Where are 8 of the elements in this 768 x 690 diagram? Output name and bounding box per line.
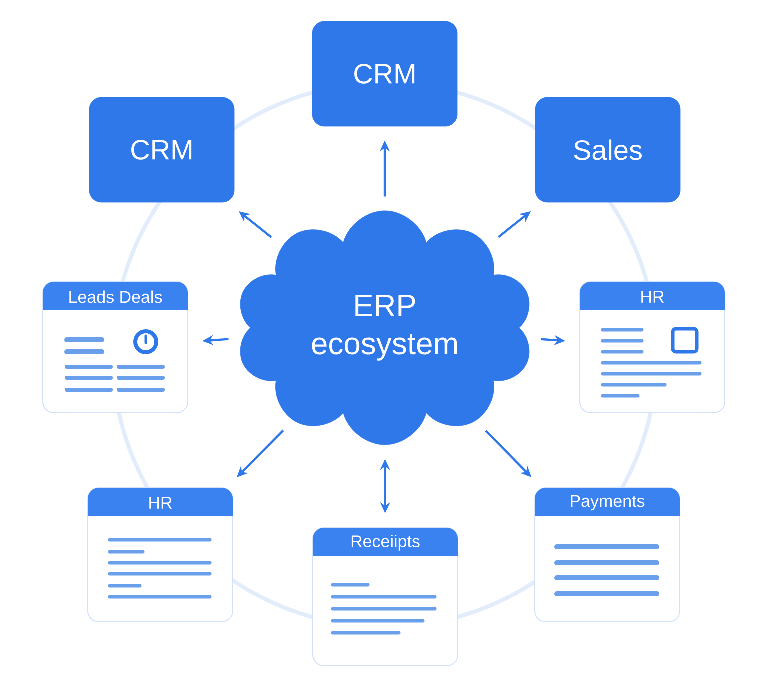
window-card: HR [580, 282, 726, 414]
window-card: Leads Deals [42, 282, 188, 414]
window-card: HR [88, 488, 234, 622]
module-box: CRM [89, 97, 235, 203]
window-card: Payments [534, 488, 680, 622]
module-box: CRM [312, 21, 458, 127]
window-card: Receiipts [312, 528, 458, 666]
module-box: Sales [535, 97, 681, 203]
